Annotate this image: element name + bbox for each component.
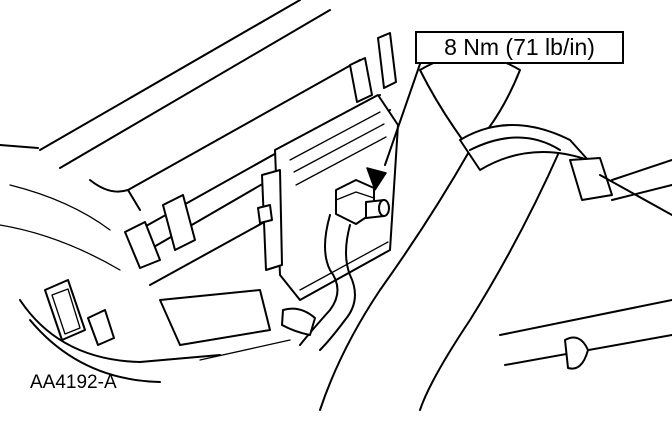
engine-housing — [0, 0, 361, 271]
callout-leader-arrow — [384, 63, 421, 166]
mounting-bolt — [335, 179, 390, 225]
intake-hose — [319, 54, 589, 411]
callout-arrowhead — [366, 167, 387, 191]
lower-bracket-edge — [199, 339, 291, 361]
torque-spec-callout: 8 Nm (71 lb/in) — [415, 31, 624, 64]
lower-bracket — [159, 289, 271, 346]
lower-tube — [499, 299, 672, 370]
hose-clamp — [569, 157, 672, 216]
wiring-harness — [281, 214, 356, 351]
electrical-connector — [19, 279, 221, 383]
figure-id-label: AA4192-A — [30, 372, 117, 393]
sensor-body — [257, 94, 399, 301]
